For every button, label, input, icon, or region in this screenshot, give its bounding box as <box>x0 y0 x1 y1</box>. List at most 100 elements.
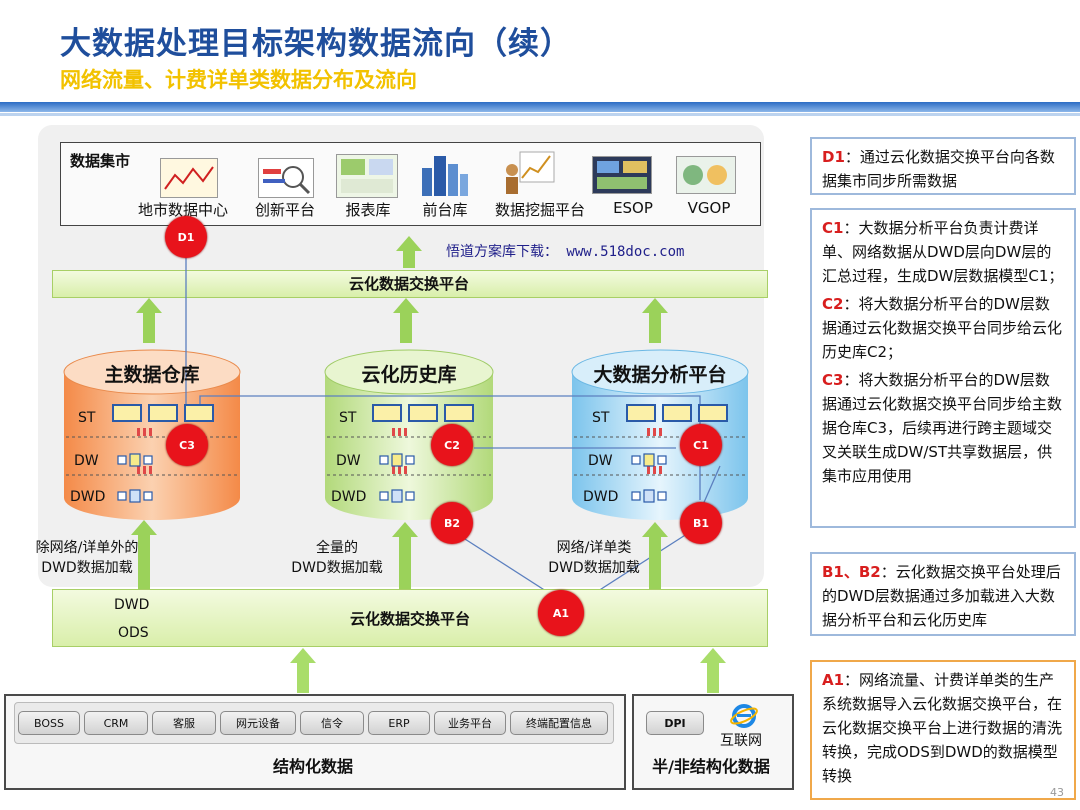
exchange-platform-bottom <box>52 589 768 647</box>
arrow-load-main <box>131 520 157 535</box>
note-c3-key: C3 <box>822 371 844 389</box>
load-label-right-line2: DWD数据加载 <box>548 560 640 576</box>
mart-item-frontend-db: 前台库 <box>422 201 468 219</box>
arrow-semi-to-exchange-shaft <box>707 663 719 693</box>
history-dw-label: DW <box>336 453 361 469</box>
exchange-platform-top-label: 云化数据交换平台 <box>348 275 469 293</box>
note-a1-key: A1 <box>822 671 845 689</box>
header-band-line <box>0 113 1080 116</box>
analysis-st-label: ST <box>592 410 610 426</box>
load-label-right: 网络/详单类 DWD数据加载 <box>534 538 654 578</box>
note-c1-key: C1 <box>822 219 844 237</box>
arrow-load-analysis-shaft <box>649 537 661 589</box>
data-mining-platform-icon <box>500 150 556 196</box>
internet-label: 互联网 <box>720 733 762 749</box>
history-dwd-label: DWD <box>331 489 367 505</box>
structured-data-label: 结构化数据 <box>272 757 353 776</box>
load-label-left-line1: 除网络/详单外的 <box>35 540 139 556</box>
mart-item-city-data-center: 地市数据中心 <box>137 201 228 219</box>
note-b-key: B1、B2 <box>822 563 881 581</box>
vgop-icon <box>676 156 736 194</box>
st-box <box>626 404 656 422</box>
arrow-to-mart <box>396 236 422 251</box>
chip-terminal-config: 终端配置信息 <box>510 711 608 735</box>
note-c2-text: ：将大数据分析平台的DW层数据通过云化数据交换平台同步给云化历史库C2； <box>822 295 1063 361</box>
note-b: B1、B2：云化数据交换平台处理后的DWD层数据通过多加载进入大数据分析平台和云… <box>810 552 1076 636</box>
arrow-analysis-to-exchange <box>642 298 668 313</box>
internet-explorer-icon <box>730 702 758 730</box>
st-box <box>662 404 692 422</box>
semi-structured-label: 半/非结构化数据 <box>652 757 770 776</box>
arrow-load-history-shaft <box>399 537 411 589</box>
mart-item-vgop: VGOP <box>687 199 731 217</box>
main-dw-label: DW <box>74 453 99 469</box>
analysis-platform-title: 大数据分析平台 <box>593 364 727 386</box>
report-db-icon <box>336 154 398 198</box>
exchange-platform-top <box>52 270 768 298</box>
arrow-to-mart-shaft <box>403 251 415 268</box>
node-c3: C3 <box>166 424 208 466</box>
main-st-label: ST <box>78 410 96 426</box>
arrow-history-to-exchange-shaft <box>400 313 412 343</box>
st-box <box>698 404 728 422</box>
st-box <box>372 404 402 422</box>
chip-signaling: 信令 <box>300 711 364 735</box>
note-a1: A1：网络流量、计费详单类的生产系统数据导入云化数据交换平台，在云化数据交换平台… <box>810 660 1076 800</box>
header-band <box>0 102 1080 112</box>
chip-customer-service: 客服 <box>152 711 216 735</box>
bottom-ods-label: ODS <box>118 625 149 641</box>
st-box <box>112 404 142 422</box>
mart-item-data-mining: 数据挖掘平台 <box>494 201 585 219</box>
load-label-left-line2: DWD数据加载 <box>41 560 133 576</box>
node-b2: B2 <box>431 502 473 544</box>
arrow-load-main-shaft <box>138 535 150 589</box>
note-d1-key: D1 <box>822 148 845 166</box>
note-c: C1：大数据分析平台负责计费详单、网络数据从DWD层向DW层的汇总过程，生成DW… <box>810 208 1076 528</box>
semi-structured-box <box>632 694 794 790</box>
arrow-main-to-exchange <box>136 298 162 313</box>
bottom-dwd-label: DWD <box>114 597 150 613</box>
page-number: 43 <box>1050 786 1064 799</box>
mart-item-innovation-platform: 创新平台 <box>254 201 315 219</box>
chip-business-platform: 业务平台 <box>434 711 506 735</box>
node-c2: C2 <box>431 424 473 466</box>
data-mart-title: 数据集市 <box>70 152 131 170</box>
chip-dpi: DPI <box>646 711 704 735</box>
note-d1: D1：通过云化数据交换平台向各数据集市同步所需数据 <box>810 137 1076 195</box>
note-c1-text: ：大数据分析平台负责计费详单、网络数据从DWD层向DW层的汇总过程，生成DW层数… <box>822 219 1064 285</box>
arrow-history-to-exchange <box>393 298 419 313</box>
arrow-load-analysis <box>642 522 668 537</box>
main-dwd-label: DWD <box>70 489 106 505</box>
download-watermark: 悟道方案库下载： www.518doc.com <box>446 244 685 260</box>
node-b1: B1 <box>680 502 722 544</box>
st-box <box>444 404 474 422</box>
page-title: 大数据处理目标架构数据流向（续） <box>60 26 572 62</box>
note-c3-text: ：将大数据分析平台的DW层数据通过云化数据交换平台同步给主数据仓库C3，后续再进… <box>822 371 1063 485</box>
city-data-center-icon <box>160 158 218 198</box>
chip-crm: CRM <box>84 711 148 735</box>
chip-erp: ERP <box>368 711 430 735</box>
main-warehouse-title: 主数据仓库 <box>104 364 200 386</box>
innovation-platform-icon <box>258 158 314 198</box>
note-d1-text: ：通过云化数据交换平台向各数据集市同步所需数据 <box>822 148 1055 190</box>
chip-network-element: 网元设备 <box>220 711 296 735</box>
arrow-analysis-to-exchange-shaft <box>649 313 661 343</box>
exchange-platform-bottom-label: 云化数据交换平台 <box>349 610 470 628</box>
analysis-dw-label: DW <box>588 453 613 469</box>
arrow-structured-to-exchange <box>290 648 316 663</box>
history-st-label: ST <box>339 410 357 426</box>
page-subtitle: 网络流量、计费详单类数据分布及流向 <box>60 68 417 92</box>
cylinders-layer <box>63 240 749 600</box>
arrow-main-to-exchange-shaft <box>143 313 155 343</box>
frontend-db-icon <box>418 150 470 198</box>
chip-boss: BOSS <box>18 711 80 735</box>
st-box <box>148 404 178 422</box>
note-b-text: ：云化数据交换平台处理后的DWD层数据通过多加载进入大数据分析平台和云化历史库 <box>822 563 1061 629</box>
note-c2-key: C2 <box>822 295 844 313</box>
node-a1: A1 <box>538 590 584 636</box>
st-box <box>184 404 214 422</box>
node-c1: C1 <box>680 424 722 466</box>
mart-item-report-db: 报表库 <box>345 201 391 219</box>
arrow-load-history <box>392 522 418 537</box>
history-db-title: 云化历史库 <box>361 364 457 386</box>
